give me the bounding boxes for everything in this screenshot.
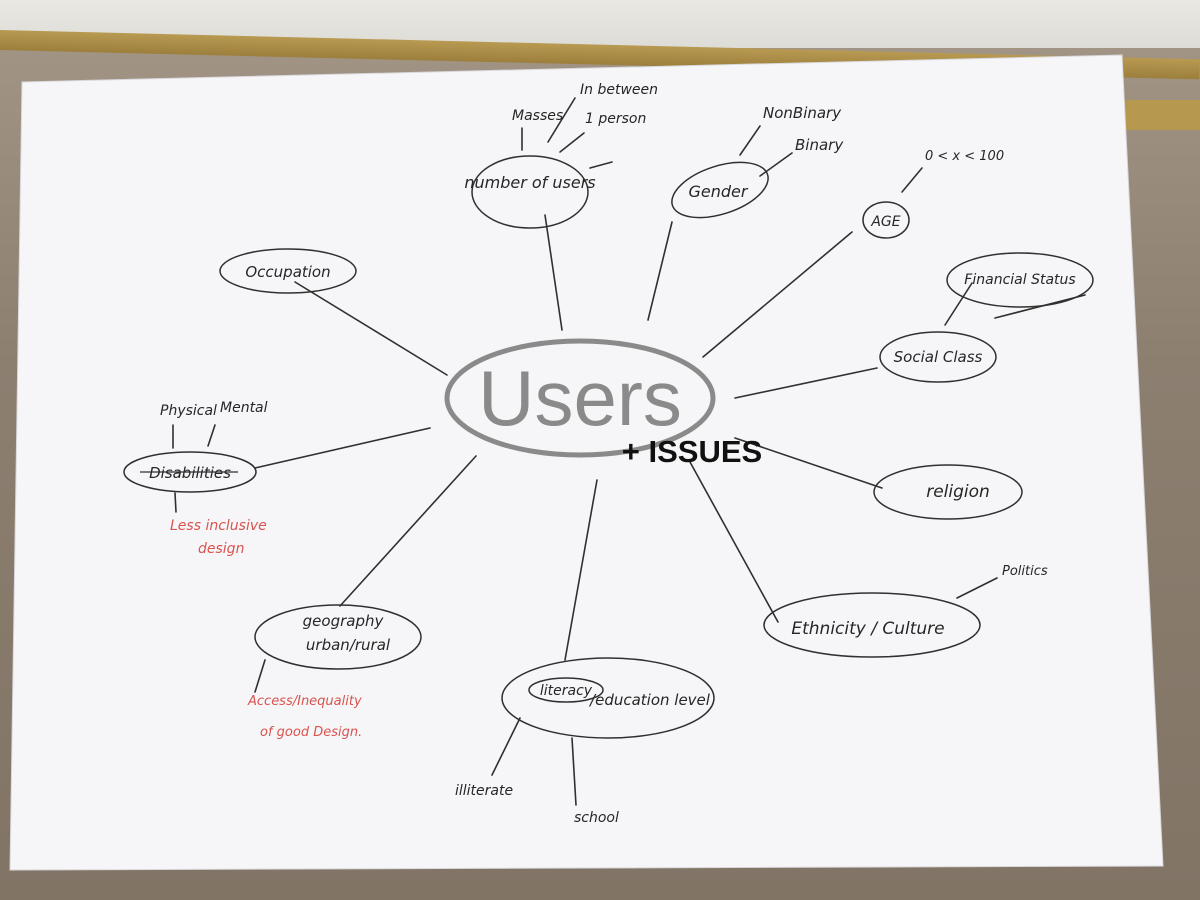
node-financial-status: Financial Status — [946, 252, 1094, 308]
non-binary-label: NonBinary — [763, 104, 842, 122]
masses-label: Masses — [512, 108, 563, 124]
center-label: Users — [478, 354, 682, 442]
paper-sheet — [9, 54, 1164, 871]
illiterate-label: illiterate — [455, 783, 513, 799]
mental-label: Mental — [220, 400, 268, 416]
literacy-label: literacy — [540, 683, 593, 699]
node-social-class: Social Class — [879, 331, 997, 383]
access-note-line-2: of good Design. — [260, 725, 362, 740]
node-literacy-education: literacy /education level — [501, 657, 715, 739]
node-age-label: AGE — [870, 214, 900, 230]
node-gender-label: Gender — [689, 182, 749, 201]
less-inclusive-line-2: design — [198, 541, 244, 557]
node-disabilities: Disabilities — [123, 451, 257, 493]
school-label: school — [574, 810, 619, 826]
education-level-label: /education level — [588, 691, 711, 709]
node-ethnicity-culture-label: Ethnicity / Culture — [791, 619, 944, 639]
shelf-edge — [1120, 100, 1200, 130]
node-number-of-users: number of users — [464, 155, 596, 229]
binary-label: Binary — [795, 136, 844, 154]
center-node: Users + ISSUES — [444, 338, 762, 469]
node-religion: religion — [873, 464, 1023, 520]
node-social-class-label: Social Class — [894, 348, 983, 366]
node-financial-status-label: Financial Status — [964, 272, 1075, 288]
one-person-label: 1 person — [585, 111, 646, 127]
connector-lines — [172, 97, 1086, 806]
age-range-label: 0 < x < 100 — [925, 149, 1004, 164]
geography-label: geography — [303, 612, 385, 630]
urban-rural-label: urban/rural — [306, 636, 391, 654]
node-number-of-users-label: number of users — [464, 173, 595, 192]
node-gender: Gender — [671, 161, 769, 219]
node-ethnicity-culture: Ethnicity / Culture — [763, 592, 981, 658]
disabilities-label: Disabilities — [149, 464, 231, 482]
node-religion-label: religion — [926, 482, 990, 502]
politics-label: Politics — [1002, 564, 1048, 579]
occupation-label: Occupation — [245, 263, 330, 281]
in-between-label: In between — [580, 82, 658, 98]
node-geography: geography urban/rural — [254, 604, 422, 670]
node-occupation: Occupation — [219, 248, 357, 294]
access-note-line-1: Access/Inequality — [247, 694, 362, 709]
less-inclusive-line-1: Less inclusive — [170, 518, 267, 534]
node-age: AGE — [862, 201, 910, 239]
center-addon-label: + ISSUES — [622, 434, 762, 469]
physical-label: Physical — [160, 403, 217, 419]
